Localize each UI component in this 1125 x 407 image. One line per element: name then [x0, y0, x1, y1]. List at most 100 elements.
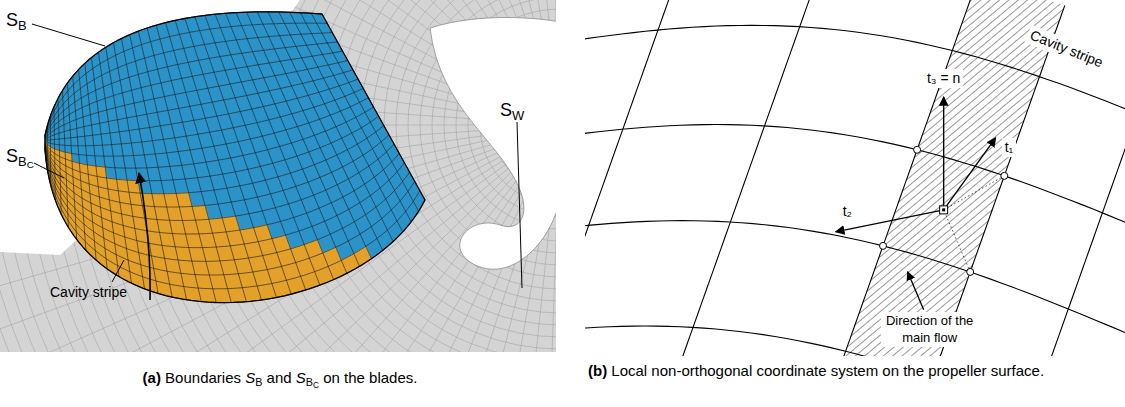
grid-node [967, 268, 974, 275]
blade-cell [77, 136, 85, 146]
vector-label: t₁ [1002, 138, 1017, 157]
wake-mesh-line [0, 0, 556, 352]
subscript-text: B [18, 154, 27, 169]
label-text: Local non-orthogonal coordinate system o… [611, 362, 1044, 379]
blade-mesh-line [45, 126, 384, 194]
blade-outline [45, 12, 425, 303]
propeller-blade [45, 12, 425, 303]
wake-mesh-line [264, 0, 556, 352]
blade-cell [71, 146, 79, 155]
vector-label: t₃ = n [924, 69, 963, 88]
subscript-text: W [512, 108, 524, 123]
blade-cell [59, 138, 65, 145]
dotted-guide [944, 176, 1005, 210]
wake-mesh-line [60, 0, 556, 352]
blade-mesh-line [45, 147, 404, 248]
wake-mesh-line [0, 0, 556, 352]
base-vector [943, 97, 944, 210]
blade-mesh-line [45, 116, 379, 180]
blade-mesh-line [45, 107, 374, 168]
wake-mesh-line [228, 0, 556, 352]
cavity-stripe-arrow [139, 173, 150, 300]
wake-mesh-line [144, 0, 556, 352]
surface-label: SBC [6, 144, 34, 168]
leader-line [34, 163, 64, 178]
origin-square [940, 206, 948, 214]
wake-mesh-line [408, 0, 556, 277]
wake-mesh-line [0, 125, 556, 318]
wake-mesh-line [72, 0, 556, 352]
label-text: S [296, 369, 306, 386]
surface-grid-line [585, 221, 1125, 350]
label-text: S [500, 100, 512, 120]
surface-grid-line [585, 0, 683, 356]
blade-mesh-line [45, 88, 363, 145]
wake-mesh-line [48, 0, 556, 352]
origin-point [942, 208, 945, 211]
label-text: t₂ [843, 203, 852, 219]
blade-cell [93, 134, 103, 145]
wake-mesh-line [324, 0, 556, 352]
subscript-text: C [27, 159, 34, 170]
subscript-text: B [18, 18, 27, 33]
surface-grid-line [824, 0, 978, 356]
wake-mesh-line [348, 0, 556, 337]
blade-cell [78, 146, 86, 156]
blade-mesh-line [45, 79, 358, 140]
wake-mesh-line [0, 0, 556, 352]
blade-mesh-line [45, 149, 420, 289]
blade-cell [94, 145, 104, 156]
blade-mesh-line [45, 135, 389, 207]
wake-mesh-line [0, 0, 556, 352]
flow-label: Direction of the main flow [881, 312, 979, 347]
grid-node [914, 146, 921, 153]
blade-mesh-line [45, 23, 327, 136]
panel-a [0, 0, 556, 352]
vector-label: t₂ [840, 202, 855, 221]
label-text: (b) [588, 362, 607, 379]
label-text: Boundaries [165, 369, 241, 386]
blade-cell [71, 137, 78, 146]
wake-mesh-line [252, 0, 556, 352]
label-text: Direction of the main flow [886, 313, 973, 346]
subscript-text: B [306, 376, 313, 388]
blade-mesh-line [45, 98, 368, 156]
leader-line [517, 122, 522, 288]
label-text: t₃ = n [927, 70, 960, 86]
leader-line [32, 24, 105, 46]
wake-mesh-line [0, 0, 556, 352]
wake-mesh-line [312, 0, 556, 352]
wake-mesh-line [156, 0, 556, 352]
surface-label: SB [6, 8, 27, 32]
blade-cell [95, 156, 105, 167]
figure-caption: (b)Local non-orthogonal coordinate syste… [588, 361, 1118, 381]
blade-mesh-line [45, 149, 415, 276]
surface-grid-line [585, 125, 1125, 254]
figure-caption: (a)BoundariesSBandSBCon the blades. [143, 368, 418, 388]
blade-mesh-line [45, 146, 399, 234]
label-text: (a) [143, 369, 161, 386]
label-text: S [6, 146, 18, 166]
subscript-text: B [255, 376, 262, 388]
label-text: and [267, 369, 292, 386]
wake-mesh-line [0, 0, 556, 352]
surface-grid-line [911, 5, 1065, 356]
blade-cell [65, 138, 72, 146]
label-text: S [245, 369, 255, 386]
wake-mesh [0, 0, 556, 352]
wake-mesh-line [0, 0, 556, 352]
label-text: on the blades. [323, 369, 417, 386]
subscript-text: C [313, 381, 319, 390]
grid-node [1001, 172, 1008, 179]
label-text: t₁ [1005, 139, 1014, 155]
hub-opening [430, 18, 556, 270]
blade-cell [86, 146, 95, 156]
wake-mesh-line [300, 0, 556, 352]
blade-mesh-line [45, 70, 353, 140]
grid-node [880, 242, 887, 249]
surface-grid-line [585, 25, 1125, 154]
blade-mesh-line [45, 148, 410, 262]
base-vector [944, 138, 996, 210]
cavity-stripe-hatch [824, 0, 1065, 356]
